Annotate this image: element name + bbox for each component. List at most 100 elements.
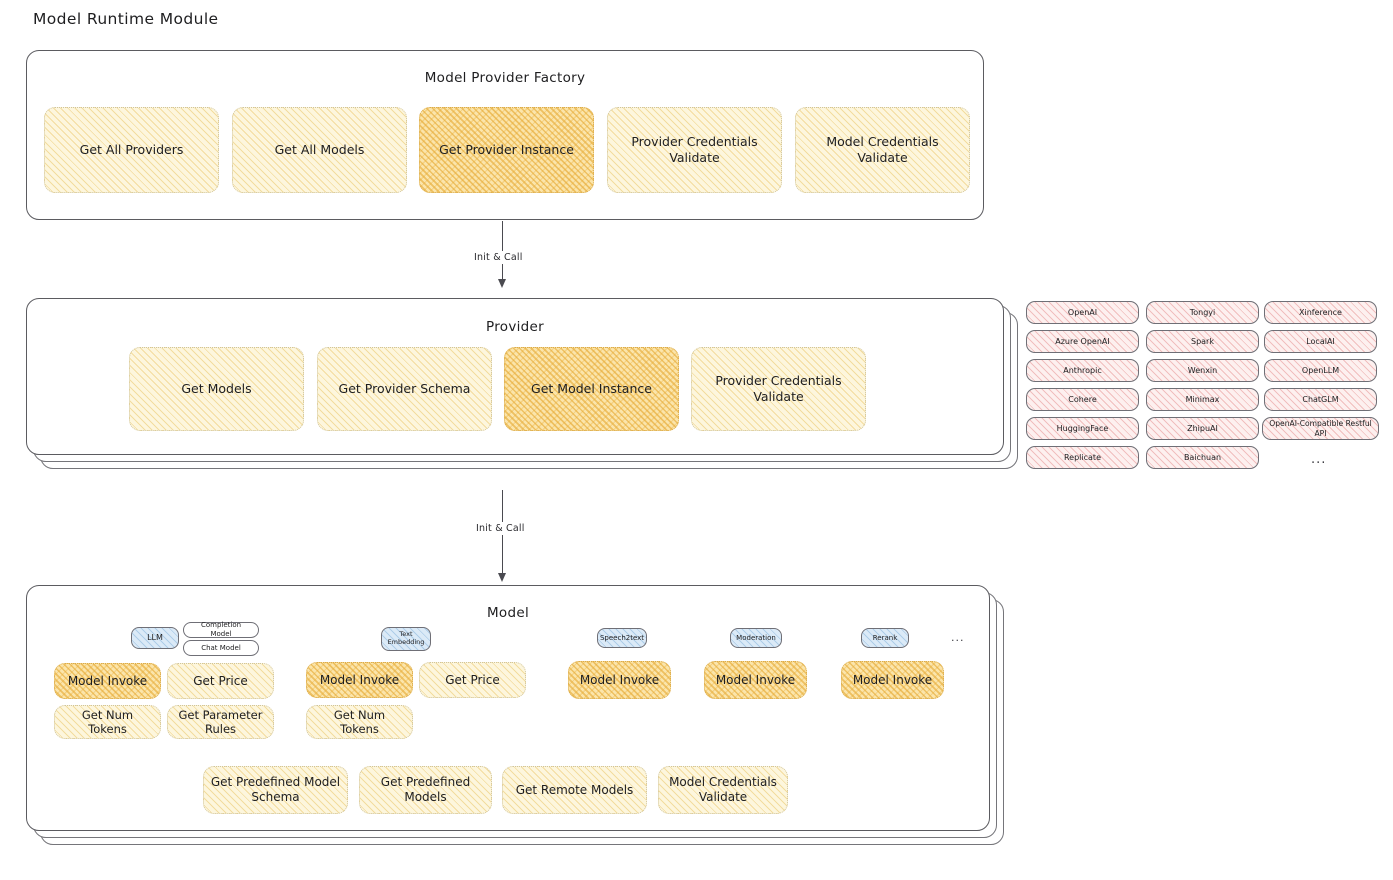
provider-pill-minimax[interactable]: Minimax bbox=[1146, 388, 1259, 411]
chip-label: Provider Credentials Validate bbox=[715, 373, 842, 404]
chip-label: Provider Credentials Validate bbox=[631, 134, 758, 165]
chip-get-remote-models[interactable]: Get Remote Models bbox=[502, 766, 647, 814]
provider-pill-baichuan[interactable]: Baichuan bbox=[1146, 446, 1259, 469]
chip-get-predefined-model-schema[interactable]: Get Predefined Model Schema bbox=[203, 766, 348, 814]
provider-pill-localai[interactable]: LocalAI bbox=[1264, 330, 1377, 353]
connector-arrowhead bbox=[498, 279, 506, 288]
pill-label: Cohere bbox=[1068, 394, 1097, 404]
pill-label: Anthropic bbox=[1063, 365, 1102, 375]
provider-pill-zhipuai[interactable]: ZhipuAI bbox=[1146, 417, 1259, 440]
chip-get-provider-schema[interactable]: Get Provider Schema bbox=[317, 347, 492, 431]
provider-pill-cohere[interactable]: Cohere bbox=[1026, 388, 1139, 411]
chip-model-credentials-validate[interactable]: Model Credentials Validate bbox=[795, 107, 970, 193]
pill-label: OpenAI-Compatible Restful API bbox=[1269, 419, 1372, 438]
subtag-chat-model[interactable]: Chat Model bbox=[183, 640, 259, 656]
chip-llm-model-invoke[interactable]: Model Invoke bbox=[54, 663, 161, 699]
chip-get-model-instance[interactable]: Get Model Instance bbox=[504, 347, 679, 431]
badge-label: Speech2text bbox=[599, 633, 645, 642]
chip-label: Get All Models bbox=[274, 142, 365, 158]
provider-pill-spark[interactable]: Spark bbox=[1146, 330, 1259, 353]
badge-label: Text Embedding bbox=[387, 630, 425, 646]
pill-label: Tongyi bbox=[1189, 307, 1216, 317]
chip-label: Get Provider Instance bbox=[439, 142, 574, 158]
chip-label: Model Invoke bbox=[715, 672, 796, 687]
pill-label: Spark bbox=[1191, 336, 1214, 346]
chip-get-all-models[interactable]: Get All Models bbox=[232, 107, 407, 193]
pill-label: HuggingFace bbox=[1056, 423, 1109, 433]
provider-pill-openai-compatible-restful-api[interactable]: OpenAI-Compatible Restful API bbox=[1262, 417, 1379, 440]
chip-get-all-providers[interactable]: Get All Providers bbox=[44, 107, 219, 193]
model-title: Model bbox=[486, 605, 530, 621]
subtag-label: Completion Model bbox=[200, 621, 242, 638]
provider-list-more-ellipsis: ... bbox=[1311, 452, 1327, 467]
chip-label: Get All Providers bbox=[79, 142, 184, 158]
subtag-completion-model[interactable]: Completion Model bbox=[183, 621, 259, 638]
chip-get-predefined-models[interactable]: Get Predefined Models bbox=[359, 766, 492, 814]
pill-label: Minimax bbox=[1185, 394, 1220, 404]
model-type-badge-text-embedding[interactable]: Text Embedding bbox=[381, 627, 431, 651]
pill-label: Azure OpenAI bbox=[1055, 336, 1110, 346]
model-type-badge-llm[interactable]: LLM bbox=[131, 627, 179, 649]
chip-llm-get-num-tokens[interactable]: Get Num Tokens bbox=[54, 705, 161, 739]
provider-pill-xinference[interactable]: Xinference bbox=[1264, 301, 1377, 324]
chip-label: Get Price bbox=[445, 672, 500, 687]
chip-label: Model Invoke bbox=[67, 673, 148, 688]
chip-provider-credentials-validate[interactable]: Provider Credentials Validate bbox=[607, 107, 782, 193]
chip-rerank-model-invoke[interactable]: Model Invoke bbox=[841, 661, 944, 699]
chip-label: Get Predefined Models bbox=[380, 775, 471, 804]
provider-pill-tongyi[interactable]: Tongyi bbox=[1146, 301, 1259, 324]
chip-embedding-get-num-tokens[interactable]: Get Num Tokens bbox=[306, 705, 413, 739]
chip-label: Model Invoke bbox=[319, 672, 400, 687]
chip-label: Get Model Instance bbox=[531, 381, 652, 397]
model-provider-factory-title: Model Provider Factory bbox=[424, 70, 586, 86]
chip-label: Model Credentials Validate bbox=[669, 775, 777, 804]
pill-label: Replicate bbox=[1063, 452, 1101, 462]
model-type-badge-moderation[interactable]: Moderation bbox=[730, 628, 782, 648]
provider-title: Provider bbox=[486, 319, 544, 335]
chip-label: Get Parameter Rules bbox=[178, 707, 263, 736]
model-type-badge-speech2text[interactable]: Speech2text bbox=[597, 628, 647, 648]
chip-label: Get Num Tokens bbox=[81, 707, 134, 736]
provider-pill-wenxin[interactable]: Wenxin bbox=[1146, 359, 1259, 382]
pill-label: ChatGLM bbox=[1302, 394, 1339, 404]
chip-label: Get Predefined Model Schema bbox=[210, 775, 341, 804]
connector-arrowhead-2 bbox=[498, 573, 506, 582]
chip-speech2text-model-invoke[interactable]: Model Invoke bbox=[568, 661, 671, 699]
model-groups-more-ellipsis: ... bbox=[951, 631, 965, 644]
chip-model-credentials-validate-2[interactable]: Model Credentials Validate bbox=[658, 766, 788, 814]
badge-label: Rerank bbox=[872, 633, 898, 642]
badge-label: LLM bbox=[147, 633, 163, 642]
pill-label: Wenxin bbox=[1187, 365, 1218, 375]
chip-label: Model Invoke bbox=[579, 672, 660, 687]
badge-label: Moderation bbox=[736, 633, 776, 642]
chip-label: Model Invoke bbox=[852, 672, 933, 687]
chip-label: Get Remote Models bbox=[515, 782, 634, 797]
model-type-badge-rerank[interactable]: Rerank bbox=[861, 628, 909, 648]
provider-pill-huggingface[interactable]: HuggingFace bbox=[1026, 417, 1139, 440]
chip-provider-credentials-validate-2[interactable]: Provider Credentials Validate bbox=[691, 347, 866, 431]
chip-label: Get Provider Schema bbox=[338, 381, 471, 397]
connector-label-init-and-call: Init & Call bbox=[470, 251, 527, 264]
provider-pill-azure-openai[interactable]: Azure OpenAI bbox=[1026, 330, 1139, 353]
subtag-label: Chat Model bbox=[201, 643, 241, 652]
provider-pill-chatglm[interactable]: ChatGLM bbox=[1264, 388, 1377, 411]
chip-get-models[interactable]: Get Models bbox=[129, 347, 304, 431]
chip-embedding-model-invoke[interactable]: Model Invoke bbox=[306, 662, 413, 698]
chip-embedding-get-price[interactable]: Get Price bbox=[419, 662, 526, 698]
provider-pill-openllm[interactable]: OpenLLM bbox=[1264, 359, 1377, 382]
chip-label: Model Credentials Validate bbox=[826, 134, 939, 165]
pill-label: OpenAI bbox=[1067, 307, 1098, 317]
pill-label: OpenLLM bbox=[1301, 365, 1340, 375]
chip-llm-get-price[interactable]: Get Price bbox=[167, 663, 274, 699]
provider-pill-replicate[interactable]: Replicate bbox=[1026, 446, 1139, 469]
pill-label: ZhipuAI bbox=[1187, 423, 1218, 433]
provider-pill-openai[interactable]: OpenAI bbox=[1026, 301, 1139, 324]
connector-label-init-and-call-2: Init & Call bbox=[472, 522, 529, 535]
pill-label: Xinference bbox=[1299, 307, 1342, 317]
chip-label: Get Num Tokens bbox=[333, 707, 386, 736]
chip-moderation-model-invoke[interactable]: Model Invoke bbox=[704, 661, 807, 699]
chip-get-provider-instance[interactable]: Get Provider Instance bbox=[419, 107, 594, 193]
provider-pill-anthropic[interactable]: Anthropic bbox=[1026, 359, 1139, 382]
chip-llm-get-parameter-rules[interactable]: Get Parameter Rules bbox=[167, 705, 274, 739]
